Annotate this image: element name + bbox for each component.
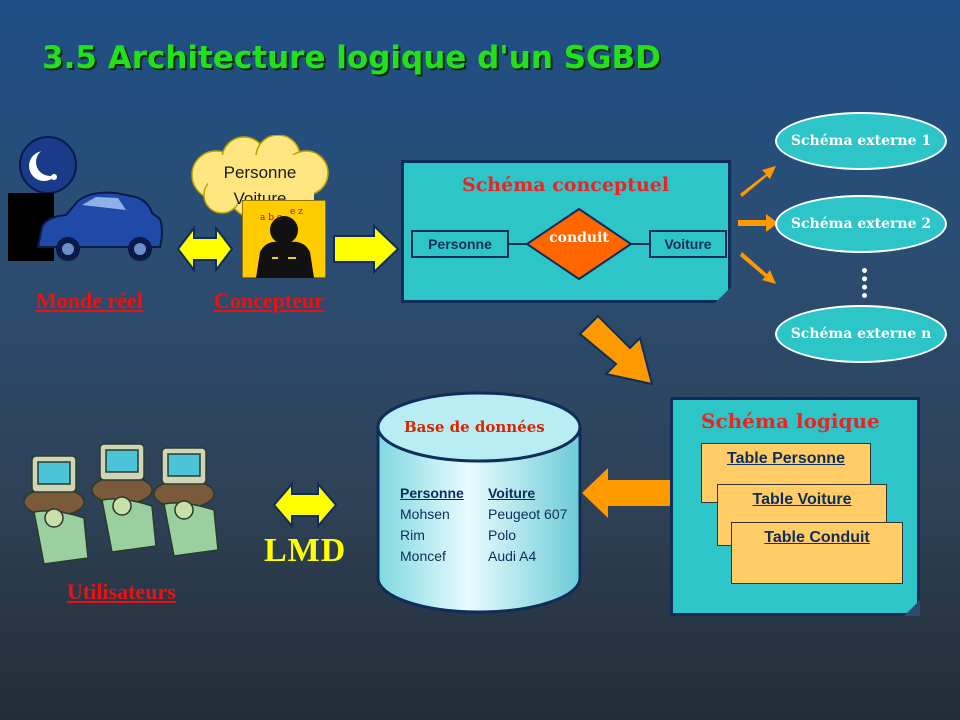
db-cell: Polo bbox=[488, 527, 517, 543]
entity-voiture: Voiture bbox=[649, 230, 727, 258]
db-cell: Peugeot 607 bbox=[488, 506, 568, 522]
page-fold bbox=[904, 600, 920, 616]
db-column-voiture: Voiture Peugeot 607 Polo Audi A4 bbox=[488, 483, 567, 567]
thought-cloud bbox=[191, 135, 329, 217]
thinking-person-icon: a b c e z bbox=[242, 200, 326, 278]
schema-externe-2: Schéma externe 2 bbox=[775, 195, 947, 253]
cloud-line-1: Personne bbox=[223, 163, 297, 182]
double-arrow-icon bbox=[272, 481, 338, 529]
db-header-personne: Personne bbox=[400, 485, 464, 501]
db-column-personne: Personne Mohsen Rim Moncef bbox=[400, 483, 464, 567]
computer-users-icon bbox=[23, 443, 219, 565]
car-icon bbox=[36, 191, 163, 261]
label-monde-reel: Monde réel bbox=[36, 288, 143, 313]
label-utilisateurs: Utilisateurs bbox=[67, 579, 176, 604]
schema-externe-n: Schéma externe n bbox=[775, 305, 947, 363]
page-title: 3.5 Architecture logique d'un SGBD bbox=[42, 40, 661, 76]
db-header-voiture: Voiture bbox=[488, 485, 536, 501]
schema-conceptuel-box: Schéma conceptuel Personne Voiture condu… bbox=[401, 160, 731, 303]
page-fold bbox=[715, 287, 731, 303]
real-world-illustration bbox=[8, 136, 163, 261]
double-arrow-icon bbox=[176, 225, 234, 273]
relation-conduit: conduit bbox=[549, 230, 609, 246]
schema-externe-1: Schéma externe 1 bbox=[775, 112, 947, 170]
table-conduit: Table Conduit bbox=[731, 522, 903, 584]
label-lmd: LMD bbox=[264, 532, 347, 569]
database-cylinder-icon bbox=[376, 391, 582, 614]
ellipsis-dots bbox=[862, 268, 867, 298]
entity-personne: Personne bbox=[411, 230, 509, 258]
db-cell: Moncef bbox=[400, 548, 446, 564]
svg-text:e z: e z bbox=[290, 207, 303, 217]
relation-diagram bbox=[509, 207, 649, 281]
label-concepteur: Concepteur bbox=[214, 288, 324, 313]
schema-conceptuel-title: Schéma conceptuel bbox=[462, 174, 670, 196]
database-title: Base de données bbox=[404, 418, 545, 436]
arrow-down-right-icon bbox=[578, 314, 654, 386]
db-cell: Rim bbox=[400, 527, 425, 543]
arrow-right-icon bbox=[333, 223, 400, 275]
arrow-left-icon bbox=[582, 468, 670, 518]
db-cell: Audi A4 bbox=[488, 548, 537, 564]
svg-text:a b c: a b c bbox=[260, 213, 282, 223]
schema-logique-box: Schéma logique Table Personne Table Voit… bbox=[670, 397, 920, 616]
db-cell: Mohsen bbox=[400, 506, 450, 522]
schema-logique-title: Schéma logique bbox=[701, 409, 880, 433]
external-arrows bbox=[738, 166, 778, 284]
moon-icon bbox=[19, 136, 77, 194]
